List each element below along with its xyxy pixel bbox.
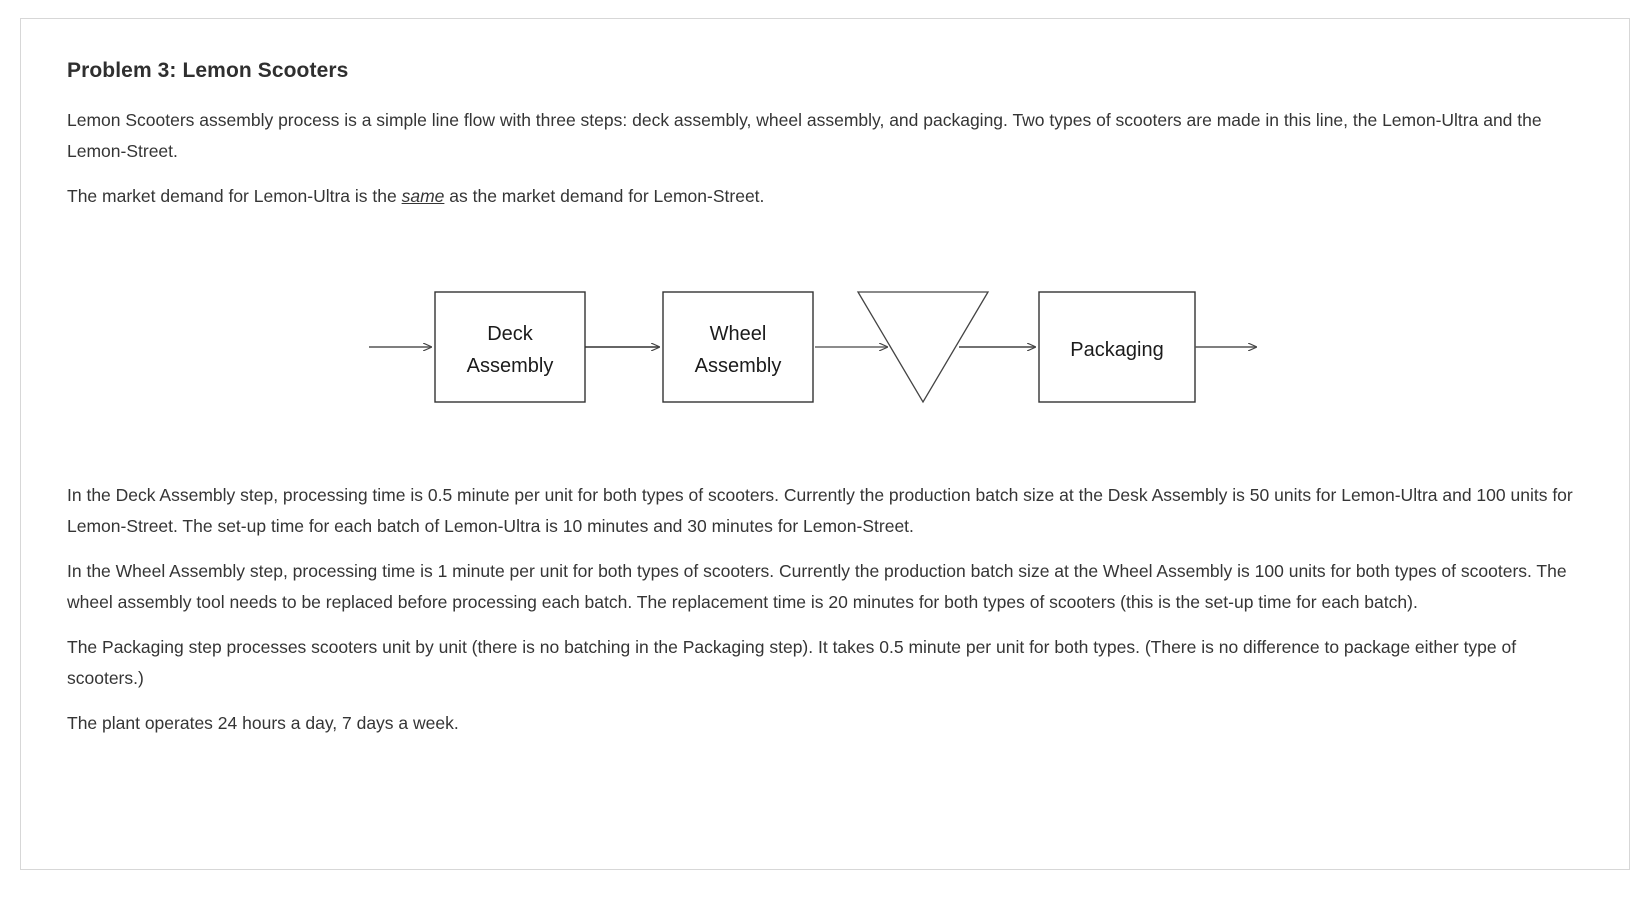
paragraph-market-demand: The market demand for Lemon-Ultra is the… [67, 181, 1577, 212]
node-packaging [1038, 291, 1196, 403]
node-deck-assembly [434, 291, 586, 403]
paragraph-operating-hours: The plant operates 24 hours a day, 7 day… [67, 713, 459, 733]
node-wheel-assembly [662, 291, 814, 403]
demand-emphasis-same: same [401, 186, 445, 206]
paragraph-wheel-assembly: In the Wheel Assembly step, processing t… [67, 561, 1567, 612]
node-packaging-label: Packaging [1070, 339, 1163, 361]
demand-text-prefix: The market demand for Lemon-Ultra is the [67, 186, 402, 206]
node-deck-assembly-label-line2: Assembly [467, 355, 554, 377]
problem-card: Problem 3: Lemon Scooters Lemon Scooters… [20, 18, 1630, 870]
paragraph-intro: Lemon Scooters assembly process is a sim… [67, 110, 1542, 161]
problem-content: Problem 3: Lemon Scooters Lemon Scooters… [21, 19, 1629, 739]
paragraph-deck-assembly: In the Deck Assembly step, processing ti… [67, 485, 1573, 536]
node-wheel-assembly-label-line2: Assembly [695, 355, 782, 377]
page-title: Problem 3: Lemon Scooters [67, 59, 349, 82]
node-wheel-assembly-label-line1: Wheel [710, 323, 767, 345]
process-flow-diagram: Deck Assembly Wheel Assembly [67, 230, 1583, 480]
paragraph-packaging: The Packaging step processes scooters un… [67, 637, 1517, 688]
node-inventory-buffer-triangle [856, 291, 990, 404]
diagram-canvas: Deck Assembly Wheel Assembly [363, 282, 1263, 412]
demand-text-suffix: as the market demand for Lemon-Street. [444, 186, 765, 206]
node-deck-assembly-label-line1: Deck [487, 323, 534, 345]
